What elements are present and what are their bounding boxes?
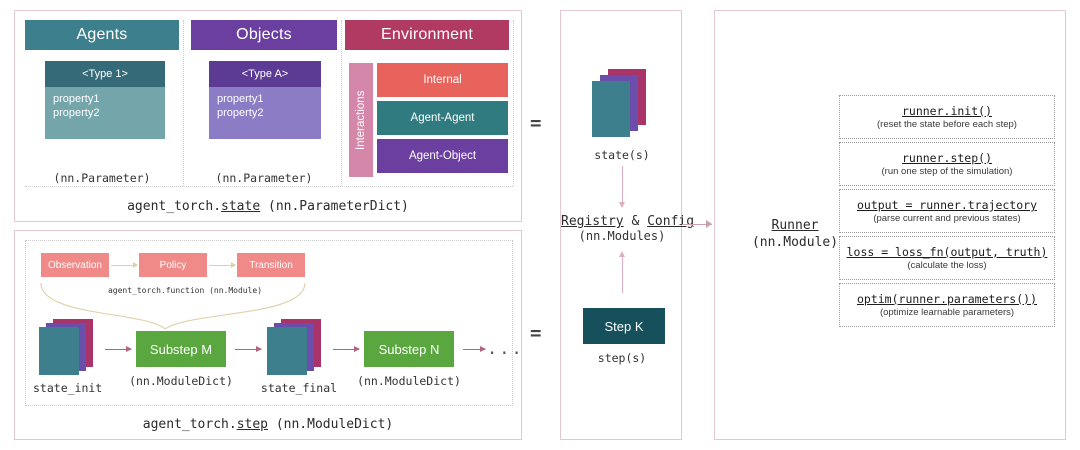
- state-final-label: state_final: [260, 381, 338, 395]
- function-transition: Transition: [237, 253, 305, 277]
- registry-config-subtitle: (nn.Modules): [578, 229, 666, 243]
- interaction-agent-object: Agent-Object: [377, 139, 508, 173]
- column-divider-2: [341, 20, 342, 186]
- arrow-states-to-registry: [618, 166, 625, 208]
- function-observation: Observation: [41, 253, 109, 277]
- arrow-state-init-substep-m: [105, 346, 132, 352]
- step-caption-suffix: (nn.ModuleDict): [268, 417, 394, 432]
- api-description: (parse current and previous states): [873, 213, 1021, 224]
- equals-sign-state: =: [530, 112, 542, 134]
- agents-type-label: <Type 1>: [45, 61, 165, 87]
- api-description: (run one step of the simulation): [881, 166, 1013, 177]
- agents-header: Agents: [25, 20, 179, 50]
- api-description: (reset the state before each step): [877, 119, 1017, 130]
- api-box-runner-init[interactable]: runner.init() (reset the state before ea…: [839, 95, 1055, 139]
- objects-type-label: <Type A>: [209, 61, 321, 87]
- step-panel-inner-frame: [25, 240, 513, 406]
- api-description: (calculate the loss): [907, 260, 987, 271]
- states-stack: [588, 69, 660, 141]
- interactions-label: Interactions: [349, 63, 373, 177]
- state-init-stack: [37, 319, 99, 375]
- api-box-optim[interactable]: optim(runner.parameters()) (optimize lea…: [839, 283, 1055, 327]
- states-label: state(s): [594, 148, 650, 162]
- column-divider-1: [183, 20, 184, 186]
- arrow-policy-transition: [209, 262, 236, 268]
- interaction-agent-agent: Agent-Agent: [377, 101, 508, 135]
- connector-registry-to-runner: [682, 224, 712, 225]
- arrow-substep-m-state-final: [235, 346, 262, 352]
- stack-card-front: [592, 81, 630, 137]
- environment-header: Environment: [345, 20, 509, 50]
- objects-property-1: property1: [217, 93, 264, 105]
- runner-subtitle: (nn.Module): [751, 235, 839, 250]
- agents-property-2: property2: [53, 107, 100, 119]
- steps-label: step(s): [597, 351, 647, 365]
- substep-m-footnote: (nn.ModuleDict): [129, 374, 233, 388]
- api-box-runner-trajectory[interactable]: output = runner.trajectory (parse curren…: [839, 189, 1055, 233]
- substep-n-box[interactable]: Substep N: [364, 331, 454, 367]
- state-panel-caption: agent_torch.state (nn.ParameterDict): [15, 199, 521, 214]
- function-policy: Policy: [139, 253, 207, 277]
- agents-property-1: property1: [53, 93, 100, 105]
- api-code: loss = loss_fn(output, truth): [846, 245, 1048, 259]
- api-code: runner.init(): [901, 104, 992, 118]
- step-k-box[interactable]: Step K: [583, 308, 665, 344]
- state-panel-inner-bottom-rule: [25, 186, 513, 187]
- interaction-internal: Internal: [377, 63, 508, 97]
- equals-sign-step: =: [530, 322, 542, 344]
- step-caption-link: step: [236, 417, 268, 432]
- runner-title-text: Runner: [771, 218, 819, 233]
- step-panel-caption: agent_torch.step (nn.ModuleDict): [15, 417, 521, 432]
- runner-panel: Runner (nn.Module) runner.init() (reset …: [714, 10, 1066, 440]
- connector-arrowhead: [706, 220, 712, 228]
- api-box-runner-step[interactable]: runner.step() (run one step of the simul…: [839, 142, 1055, 186]
- registry-link[interactable]: Registry: [561, 214, 624, 229]
- registry-config-label[interactable]: Registry & Config: [561, 213, 694, 230]
- state-caption-prefix: agent_torch.: [127, 199, 222, 214]
- stack-card-front: [39, 327, 79, 375]
- state-caption-link: state: [221, 199, 261, 214]
- state-final-stack: [265, 319, 327, 375]
- state-panel: Agents <Type 1> property1 property2 (nn.…: [14, 10, 522, 222]
- substep-m-box[interactable]: Substep M: [136, 331, 226, 367]
- agents-type-box: <Type 1> property1 property2: [45, 61, 165, 139]
- state-init-label: state_init: [33, 381, 103, 395]
- api-code: output = runner.trajectory: [856, 198, 1037, 212]
- arrow-step-to-registry: [618, 251, 625, 293]
- agents-property-list: property1 property2: [45, 87, 165, 139]
- arrow-state-final-substep-n: [333, 346, 360, 352]
- ellipsis: ...: [487, 339, 524, 359]
- function-caption: agent_torch.function (nn.Module): [107, 286, 263, 295]
- runner-title: Runner: [735, 217, 855, 234]
- objects-footnote: (nn.Parameter): [215, 171, 313, 185]
- objects-header: Objects: [191, 20, 337, 50]
- arrow-substep-n-next: [463, 346, 486, 352]
- state-caption-suffix: (nn.ParameterDict): [260, 199, 409, 214]
- agents-footnote: (nn.Parameter): [53, 171, 151, 185]
- step-caption-prefix: agent_torch.: [142, 417, 237, 432]
- objects-property-list: property1 property2: [209, 87, 321, 139]
- registry-amp: &: [623, 214, 648, 229]
- column-divider-3: [513, 20, 514, 186]
- objects-type-box: <Type A> property1 property2: [209, 61, 321, 139]
- api-code: optim(runner.parameters()): [856, 292, 1037, 306]
- step-panel: Observation Policy Transition agent_torc…: [14, 230, 522, 440]
- objects-property-2: property2: [217, 107, 264, 119]
- middle-panel: state(s) Registry & Config (nn.Modules) …: [560, 10, 694, 440]
- config-link[interactable]: Config: [647, 214, 695, 229]
- api-code: runner.step(): [901, 151, 992, 165]
- api-description: (optimize learnable parameters): [879, 307, 1015, 318]
- api-box-loss-fn[interactable]: loss = loss_fn(output, truth) (calculate…: [839, 236, 1055, 280]
- substep-n-footnote: (nn.ModuleDict): [357, 374, 461, 388]
- stack-card-front: [267, 327, 307, 375]
- arrow-observation-policy: [111, 262, 138, 268]
